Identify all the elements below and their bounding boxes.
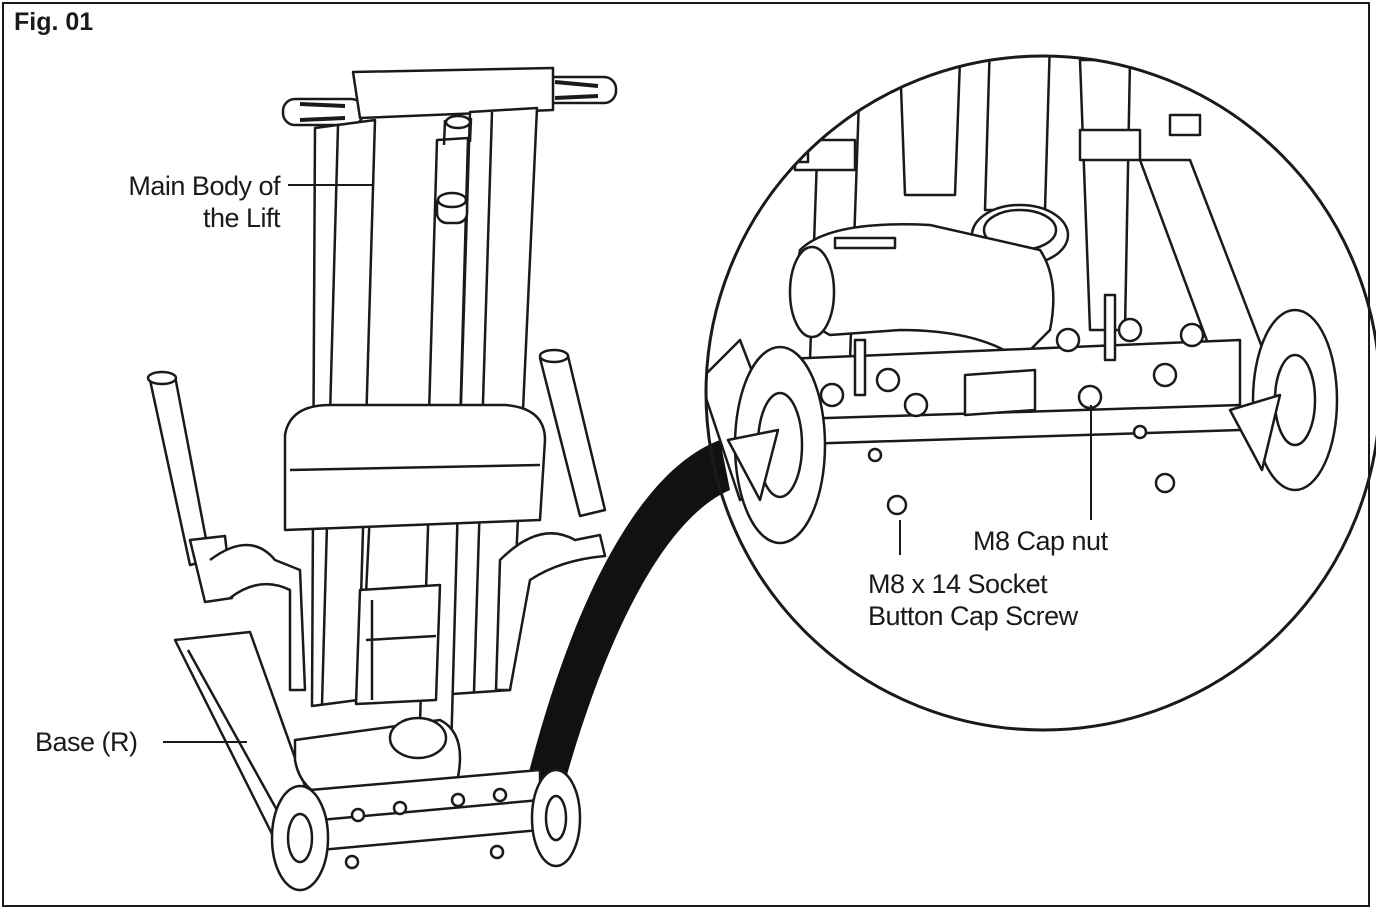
label-main-body: Main Body of the Lift — [70, 170, 280, 234]
zoom-connector — [522, 440, 730, 800]
label-main-body-line2: the Lift — [202, 203, 281, 233]
zoom-circle — [704, 54, 1376, 732]
label-cap-nut: M8 Cap nut — [973, 526, 1108, 556]
label-main-body-line1: Main Body of — [128, 171, 280, 201]
label-screw-line2: Button Cap Screw — [868, 601, 1078, 631]
label-screw-line1: M8 x 14 Socket — [868, 569, 1048, 599]
label-base: Base (R) — [35, 727, 138, 757]
figure-label: Fig. 01 — [14, 8, 94, 36]
lift-main-body — [146, 66, 618, 892]
zoom-detail — [706, 56, 1339, 545]
label-screw: M8 x 14 Socket Button Cap Screw — [868, 568, 1078, 632]
